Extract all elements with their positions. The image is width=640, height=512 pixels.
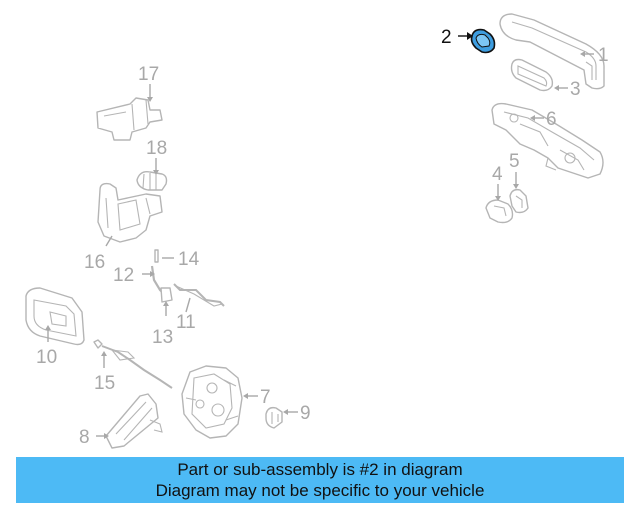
callout-5: 5	[509, 151, 520, 172]
part-7-latch-assembly[interactable]	[181, 365, 258, 439]
callout-15: 15	[94, 373, 115, 394]
callout-11: 11	[176, 312, 196, 333]
callout-6: 6	[546, 109, 557, 130]
callout-2: 2	[441, 27, 452, 48]
callout-18: 18	[146, 138, 167, 159]
part-15-release-cable[interactable]	[93, 339, 173, 389]
callout-8: 8	[79, 427, 90, 448]
part-8-latch-bracket[interactable]	[96, 393, 163, 449]
callout-12: 12	[113, 265, 134, 286]
part-10-inside-handle[interactable]	[25, 287, 85, 346]
part-5-bezel[interactable]	[509, 172, 529, 214]
part-13-rod-clip[interactable]	[160, 287, 173, 316]
part-3-handle-gasket[interactable]	[510, 58, 569, 92]
part-1-outside-handle[interactable]	[499, 13, 605, 90]
part-17-lower-hinge[interactable]	[97, 182, 163, 247]
callout-14: 14	[178, 249, 200, 270]
part-2-handle-pad[interactable]	[458, 28, 496, 54]
info-banner: Part or sub-assembly is #2 in diagram Di…	[16, 457, 624, 503]
banner-line-2: Diagram may not be specific to your vehi…	[155, 481, 485, 500]
callout-16: 17	[138, 64, 159, 85]
parts-diagram: 17 18 16 14 12 13 11	[25, 13, 609, 449]
callout-7: 7	[260, 387, 271, 408]
part-18-door-check[interactable]	[136, 158, 168, 191]
callout-1: 1	[598, 45, 609, 66]
callout-9: 9	[300, 403, 311, 424]
part-9-clip[interactable]	[265, 406, 298, 429]
part-4-cylinder-cap[interactable]	[485, 184, 514, 224]
callout-13: 13	[152, 327, 173, 348]
callout-3: 3	[570, 79, 581, 100]
callout-10: 10	[36, 347, 57, 368]
callout-17: 16	[84, 252, 105, 273]
part-11-lock-rod[interactable]	[173, 283, 225, 313]
part-14-pin[interactable]	[154, 249, 174, 263]
banner-line-1: Part or sub-assembly is #2 in diagram	[177, 460, 463, 479]
part-16-upper-hinge[interactable]	[96, 84, 163, 141]
part-6-handle-frame[interactable]	[491, 102, 604, 179]
callout-4: 4	[492, 164, 503, 185]
